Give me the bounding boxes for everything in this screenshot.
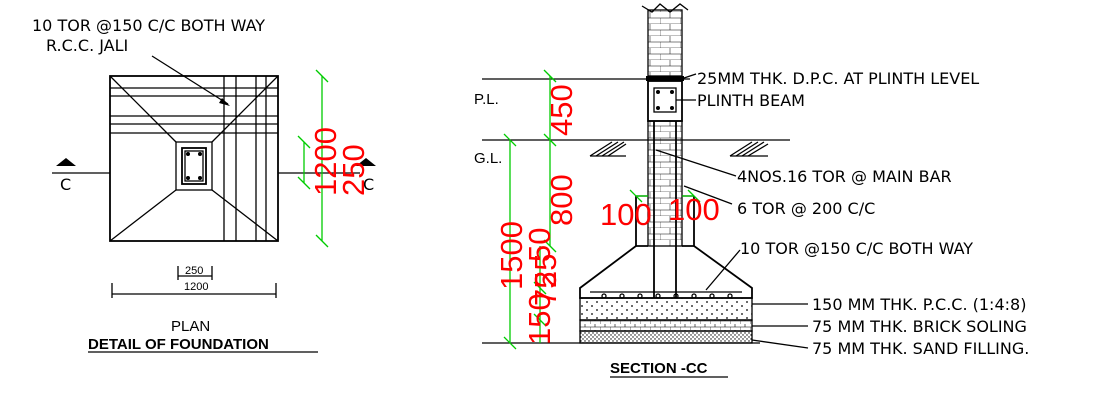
dpc-band <box>646 76 684 81</box>
column-tie <box>184 150 204 182</box>
column-bar <box>186 152 190 156</box>
plan-title: PLAN <box>171 318 210 335</box>
dim-tick <box>297 135 311 149</box>
dim-stack-50: 50 <box>522 228 557 262</box>
ground-hatch-left <box>589 141 627 157</box>
section-mark-left: C <box>60 175 71 194</box>
dim-tick <box>315 234 329 248</box>
sand-filling-layer <box>579 330 753 344</box>
section-arrow-left <box>56 158 76 166</box>
callout-6tor: 6 TOR @ 200 C/C <box>737 199 875 218</box>
plan-subtitle: DETAIL OF FOUNDATION <box>88 336 269 353</box>
dim-100-left: 100 <box>600 197 652 232</box>
pl-label: P.L. <box>474 91 499 108</box>
column-bar <box>186 176 190 180</box>
dim-1500: 1500 <box>494 221 529 290</box>
column-rect <box>181 147 207 185</box>
section-title: SECTION -CC <box>610 360 708 377</box>
dim-1200-vertical: 1200 <box>308 127 343 196</box>
dim-100-right: 100 <box>668 192 720 227</box>
dim-450: 450 <box>544 84 579 136</box>
dim-1200-horizontal: 1200 <box>184 281 208 293</box>
dim-stack-150: 150 <box>522 293 557 345</box>
pcc-layer <box>579 297 753 321</box>
footing-outline-plan <box>109 75 279 242</box>
leader-dpc <box>683 73 697 79</box>
jali-leader <box>151 55 229 105</box>
column-bar <box>198 152 202 156</box>
leader-sand <box>751 339 809 349</box>
dim-tick <box>315 69 329 83</box>
brick-wall <box>647 9 683 77</box>
dim-800: 800 <box>544 174 579 226</box>
brick-soling-layer <box>579 319 753 332</box>
callout-brick-soling: 75 MM THK. BRICK SOLING <box>812 317 1027 336</box>
section-arrow-right <box>356 158 376 166</box>
footing-outline <box>579 245 753 299</box>
dim-tick <box>297 176 311 190</box>
plan-rebar-note: 10 TOR @150 C/C BOTH WAY <box>32 16 265 35</box>
section-view: P.L. G.L. <box>474 3 1029 378</box>
column-bar <box>198 176 202 180</box>
wall-break <box>641 3 689 13</box>
slope-tl <box>109 75 177 143</box>
ground-hatch-right <box>729 141 769 157</box>
pedestal-outer <box>175 141 213 191</box>
slope-br <box>211 189 279 242</box>
leader-6tor <box>683 185 733 205</box>
callout-main-bar: 4NOS.16 TOR @ MAIN BAR <box>737 167 952 186</box>
slope-bl <box>109 189 177 242</box>
gl-label: G.L. <box>474 150 502 167</box>
dim-stack-25: 25 <box>528 254 563 288</box>
callout-dpc: 25MM THK. D.P.C. AT PLINTH LEVEL <box>697 69 979 88</box>
section-mark-right: C <box>363 175 374 194</box>
callout-pcc: 150 MM THK. P.C.C. (1:4:8) <box>812 295 1026 314</box>
callout-sand-filling: 75 MM THK. SAND FILLING. <box>812 339 1029 358</box>
dim-250-vertical: 250 <box>336 144 371 196</box>
callout-10tor: 10 TOR @150 C/C BOTH WAY <box>740 239 973 258</box>
leader-10tor <box>705 249 741 291</box>
leader-main-bar <box>655 149 737 177</box>
dim-250-horizontal: 250 <box>185 265 203 277</box>
plan-view: 10 TOR @150 C/C BOTH WAY R.C.C. JALI <box>32 16 376 353</box>
callout-plinth-beam: PLINTH BEAM <box>697 91 805 110</box>
slope-tr <box>211 75 279 143</box>
plinth-beam <box>647 80 683 122</box>
plan-jali-note: R.C.C. JALI <box>46 36 128 55</box>
dim-stack-75: 75 <box>528 272 563 306</box>
